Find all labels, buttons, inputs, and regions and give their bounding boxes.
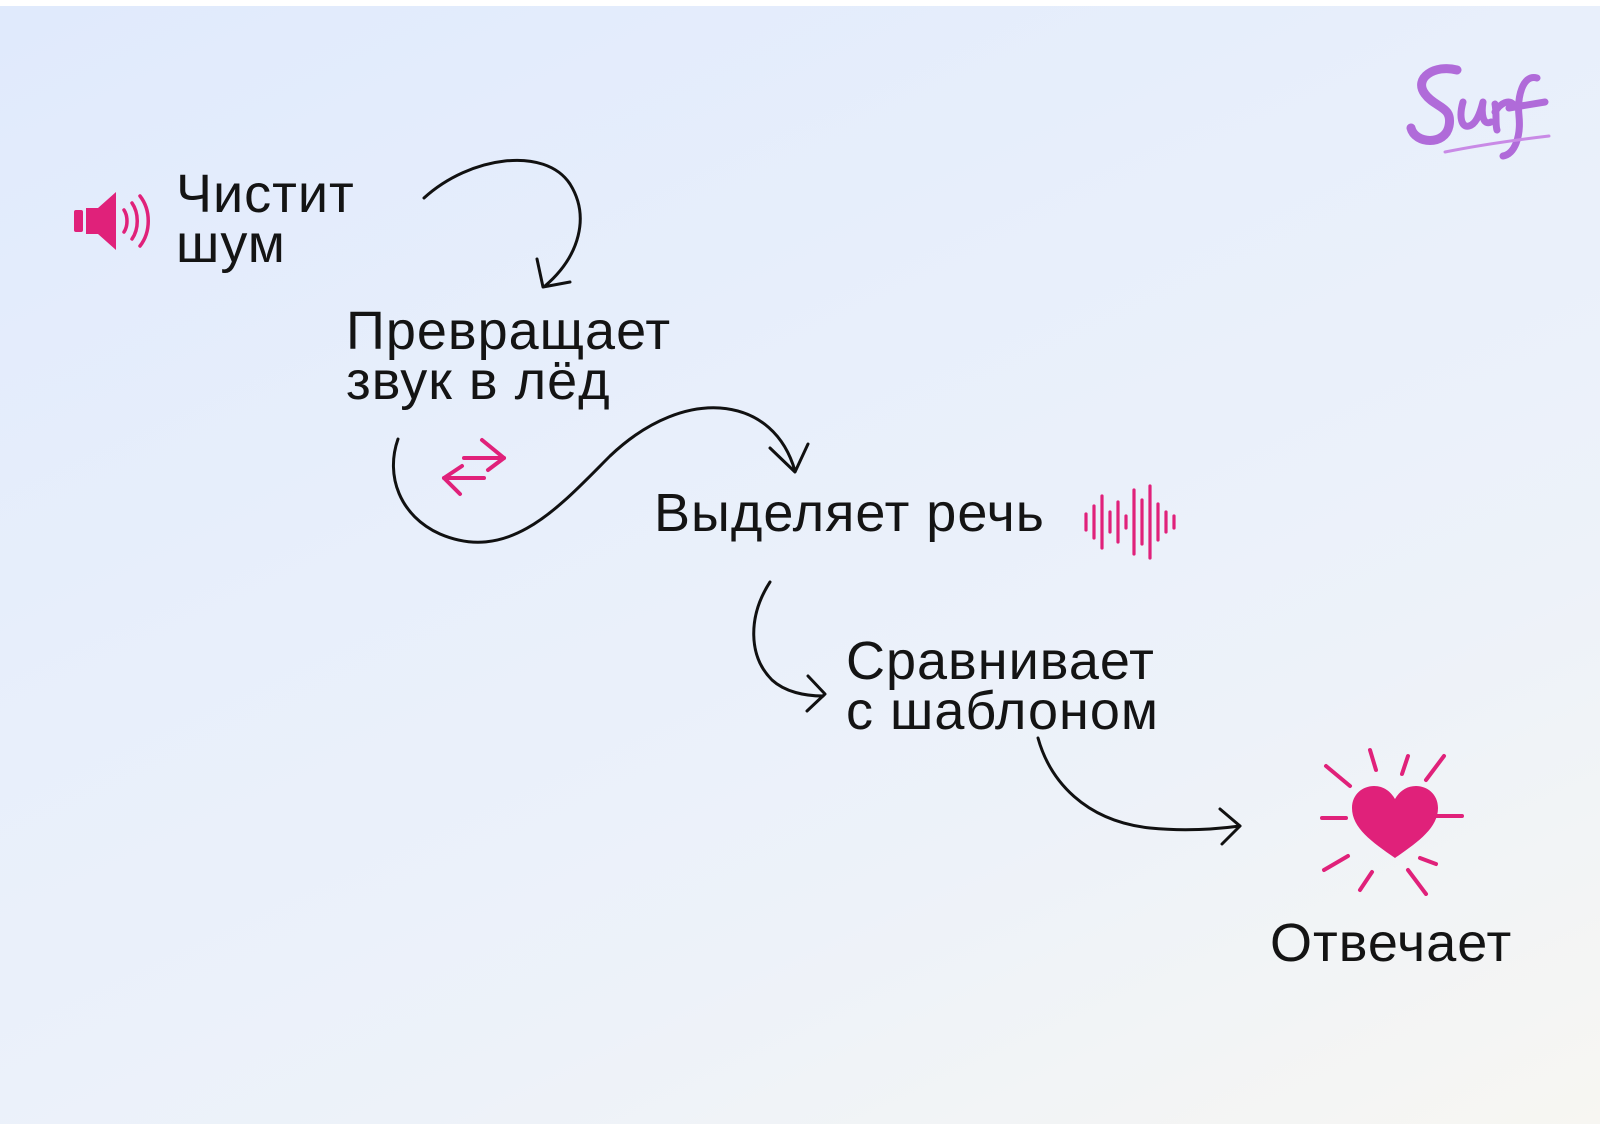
swap-arrows-icon [442, 438, 506, 496]
arrow-1 [422, 158, 582, 288]
arrow-4-head [1218, 807, 1242, 846]
arrow-1-head [535, 257, 572, 289]
step-compare-template-line2: с шаблоном [846, 681, 1159, 741]
step-clean-noise-line1: Чистит [176, 164, 355, 224]
step-convert-sound: Превращает звук в лёд [346, 301, 672, 411]
arrow-3-head [805, 674, 827, 713]
speaker-icon [74, 192, 150, 250]
step-compare-template: Сравнивает с шаблоном [846, 631, 1159, 741]
sound-wave-icon [1084, 484, 1176, 560]
diagram-canvas: Чистит шум Превращает звук в лёд Выделяе… [0, 6, 1600, 1124]
step-extract-speech: Выделяет речь [654, 483, 1045, 543]
arrow-3 [752, 580, 825, 698]
step-convert-sound-line1: Превращает [346, 301, 672, 361]
arrow-4 [1036, 736, 1242, 832]
heart-burst-icon [1320, 748, 1464, 896]
step-respond-line1: Отвечает [1270, 913, 1513, 973]
surf-logo [1406, 64, 1551, 160]
step-extract-speech-line1: Выделяет речь [654, 483, 1045, 543]
step-respond: Отвечает [1270, 913, 1513, 973]
step-clean-noise-line2: шум [176, 214, 286, 274]
arrow-2 [391, 406, 797, 544]
step-convert-sound-line2: звук в лёд [346, 351, 611, 411]
step-clean-noise: Чистит шум [176, 164, 355, 274]
arrow-2-head [768, 442, 810, 474]
step-compare-template-line1: Сравнивает [846, 631, 1155, 691]
connector-arrows [391, 158, 1242, 846]
